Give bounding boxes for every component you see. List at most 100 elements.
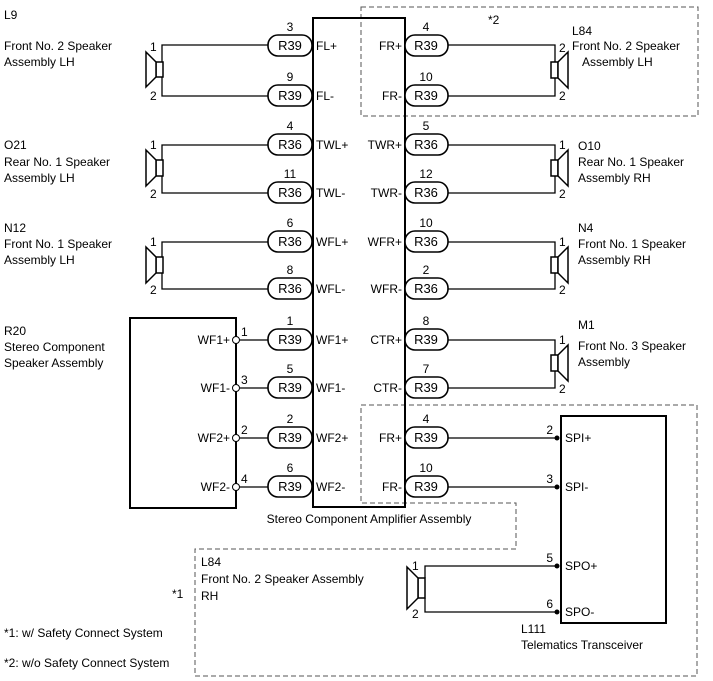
pin-number: 8 (423, 314, 430, 328)
connector-pill (267, 34, 313, 57)
pin-number: 8 (287, 263, 294, 277)
svg-text:SPI+: SPI+ (565, 431, 591, 445)
connector-name: R39 (414, 88, 438, 103)
connector-pill (267, 426, 313, 449)
pin-number: 4 (423, 412, 430, 426)
svg-text:N12: N12 (4, 221, 26, 235)
signal-label: FL- (316, 89, 334, 103)
svg-text:Assembly RH: Assembly RH (578, 253, 651, 267)
svg-text:Front No. 2 Speaker: Front No. 2 Speaker (572, 39, 680, 53)
svg-text:SPO+: SPO+ (565, 559, 597, 573)
signal-label: TWR+ (368, 138, 402, 152)
connector-name: R36 (414, 281, 438, 296)
svg-text:L111: L111 (521, 622, 546, 636)
svg-text:1: 1 (559, 333, 566, 347)
connector-pill (267, 376, 313, 399)
connector-name: R36 (414, 234, 438, 249)
signal-label: WF1+ (316, 333, 348, 347)
signal-label: WFL- (316, 282, 345, 296)
svg-text:3: 3 (546, 472, 553, 486)
svg-text:Front No. 1 Speaker: Front No. 1 Speaker (4, 237, 112, 251)
connector-pill (404, 34, 449, 57)
svg-text:Assembly RH: Assembly RH (578, 171, 651, 185)
svg-text:2: 2 (150, 187, 157, 201)
terminal-dot (232, 384, 240, 392)
svg-text:1: 1 (150, 235, 157, 249)
svg-text:2: 2 (150, 283, 157, 297)
connector-name: R36 (278, 281, 302, 296)
terminal-dot (232, 336, 240, 344)
svg-text:L84: L84 (201, 555, 221, 569)
junction-dot (554, 563, 560, 569)
signal-label: FR- (382, 480, 402, 494)
speaker-icon (145, 148, 164, 188)
pin-number: 3 (287, 20, 294, 34)
pin-number: 10 (419, 461, 433, 475)
option-marker-2: *2 (488, 13, 500, 27)
signal-label: FL+ (316, 39, 337, 53)
option-box-w-safety-connect (194, 404, 698, 677)
connector-name: R39 (278, 479, 302, 494)
svg-text:WF1+: WF1+ (198, 333, 230, 347)
connector-pill (404, 426, 449, 449)
pin-number: 4 (423, 20, 430, 34)
connector-pill (404, 133, 449, 156)
connector-name: R39 (278, 380, 302, 395)
connector-pill (404, 84, 449, 107)
svg-text:4: 4 (241, 472, 248, 486)
svg-text:2: 2 (150, 89, 157, 103)
pin-number: 6 (287, 216, 294, 230)
connector-name: R36 (414, 185, 438, 200)
svg-text:6: 6 (546, 597, 553, 611)
svg-text:WF1-: WF1- (201, 381, 230, 395)
connector-pill (267, 277, 313, 300)
svg-text:RH: RH (201, 589, 218, 603)
signal-label: FR+ (379, 431, 402, 445)
pin-number: 10 (419, 70, 433, 84)
svg-text:M1: M1 (578, 318, 595, 332)
connector-pill (267, 133, 313, 156)
amplifier-left-terminals: 3 R39 FL+ 9 R39 FL- 4 R36 TWL+ 11 R36 TW… (278, 20, 348, 494)
note-no-safety-connect: *2: w/o Safety Connect System (4, 656, 169, 670)
svg-text:Stereo Component: Stereo Component (4, 340, 105, 354)
connector-pill (404, 230, 449, 253)
speaker-icon (145, 50, 164, 89)
pin-number: 2 (423, 263, 430, 277)
connector-pill (404, 181, 449, 204)
telematics-transceiver-box (560, 415, 667, 624)
signal-label: FR+ (379, 39, 402, 53)
svg-text:2: 2 (559, 283, 566, 297)
pin-number: 7 (423, 362, 430, 376)
svg-text:WF2-: WF2- (201, 480, 230, 494)
speaker-L84-bottom: L84 Front No. 2 Speaker Assembly RH 1 2 (201, 555, 419, 621)
svg-text:Speaker Assembly: Speaker Assembly (4, 356, 103, 370)
svg-text:Assembly LH: Assembly LH (582, 55, 653, 69)
speaker-N4: N4 Front No. 1 Speaker Assembly RH 1 2 (559, 221, 686, 297)
speaker-icon (550, 245, 569, 285)
signal-label: FR- (382, 89, 402, 103)
signal-label: TWR- (371, 186, 402, 200)
svg-text:O10: O10 (578, 139, 601, 153)
svg-text:1: 1 (150, 138, 157, 152)
connector-pill (404, 328, 449, 351)
connector-pills-right (404, 34, 449, 498)
connector-pill (267, 181, 313, 204)
svg-text:1: 1 (241, 325, 248, 339)
svg-text:L9: L9 (4, 8, 18, 22)
signal-label: CTR+ (370, 333, 402, 347)
amplifier-box (312, 17, 406, 508)
svg-text:5: 5 (546, 551, 553, 565)
option-box-w-o-safety-connect (360, 6, 699, 117)
component-speaker-box (129, 317, 237, 509)
svg-text:1: 1 (559, 235, 566, 249)
left-wires (161, 44, 268, 488)
pin-number: 4 (287, 119, 294, 133)
pin-number: 12 (419, 167, 433, 181)
pin-number: 10 (419, 216, 433, 230)
pin-number: 1 (287, 314, 294, 328)
signal-label: WFL+ (316, 235, 348, 249)
junction-dot (554, 609, 560, 615)
connector-pill (267, 475, 313, 498)
amplifier-right-terminals: 4 R39 FR+ 10 R39 FR- 5 R36 TWR+ 12 R36 T… (368, 20, 438, 494)
